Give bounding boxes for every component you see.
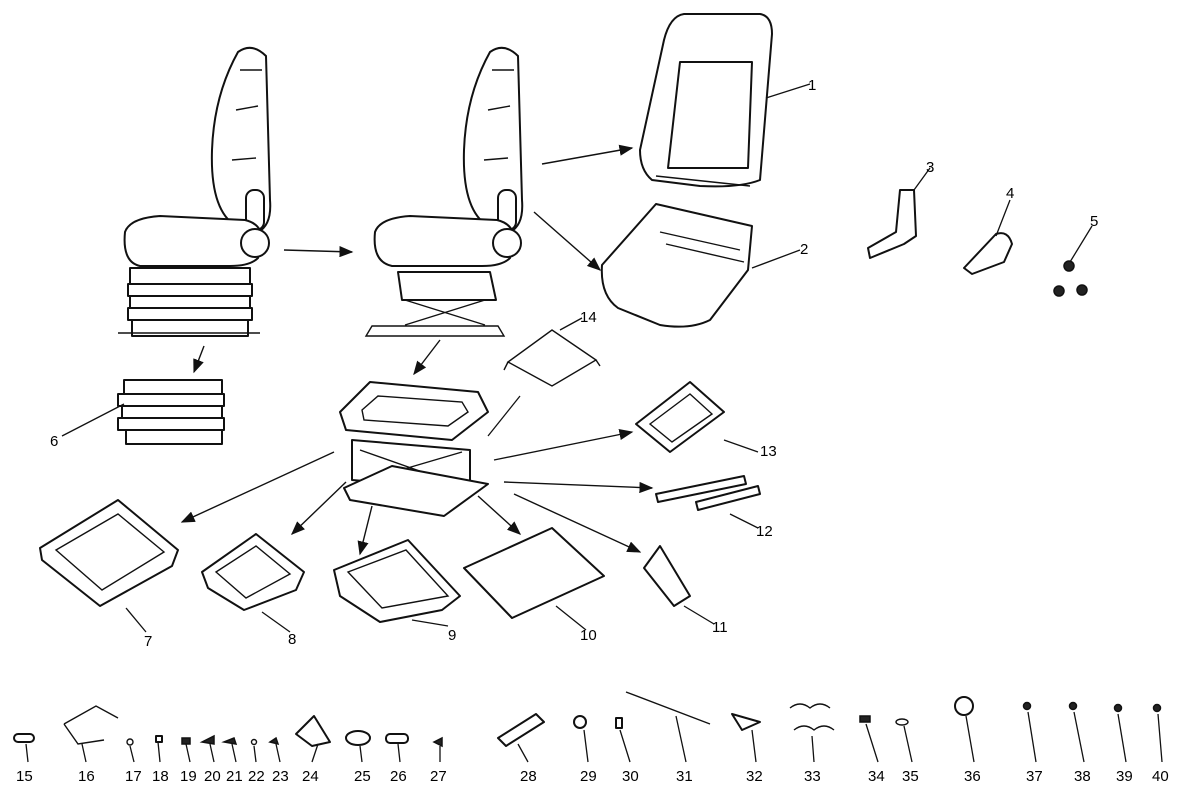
callout-35: 35 bbox=[902, 768, 919, 785]
callout-27: 27 bbox=[430, 768, 447, 785]
part-1-backrest-cushion bbox=[639, 13, 773, 188]
part-5-knobs bbox=[1053, 260, 1088, 297]
part-4-handle bbox=[963, 232, 1013, 275]
callout-36: 36 bbox=[964, 768, 981, 785]
callout-6: 6 bbox=[50, 433, 58, 450]
callout-11: 11 bbox=[712, 619, 728, 636]
suspension-frame bbox=[339, 381, 489, 517]
callout-28: 28 bbox=[520, 768, 537, 785]
callout-39: 39 bbox=[1116, 768, 1133, 785]
callout-20: 20 bbox=[204, 768, 221, 785]
part-2-seat-cushion bbox=[600, 203, 753, 328]
part-6-bellows bbox=[117, 379, 225, 445]
callout-37: 37 bbox=[1026, 768, 1043, 785]
part-13-bracket-frame bbox=[635, 381, 725, 453]
callout-29: 29 bbox=[580, 768, 597, 785]
callout-numbers: 1 2 3 4 5 6 7 8 9 10 11 12 13 14 15 16 1… bbox=[16, 77, 1169, 785]
callout-17: 17 bbox=[125, 768, 142, 785]
callout-1: 1 bbox=[808, 77, 816, 94]
callout-31: 31 bbox=[676, 768, 693, 785]
callout-16: 16 bbox=[78, 768, 95, 785]
part-7-frame bbox=[39, 499, 179, 607]
part-9-tray bbox=[333, 539, 461, 623]
callout-14: 14 bbox=[580, 309, 597, 326]
callout-10: 10 bbox=[580, 627, 597, 644]
callout-2: 2 bbox=[800, 241, 808, 258]
callout-21: 21 bbox=[226, 768, 243, 785]
callout-26: 26 bbox=[390, 768, 407, 785]
callout-15: 15 bbox=[16, 768, 33, 785]
callout-33: 33 bbox=[804, 768, 821, 785]
callout-32: 32 bbox=[746, 768, 763, 785]
callout-9: 9 bbox=[448, 627, 456, 644]
callout-12: 12 bbox=[756, 523, 773, 540]
callout-30: 30 bbox=[622, 768, 639, 785]
callout-24: 24 bbox=[302, 768, 319, 785]
callout-leaders bbox=[25, 83, 1163, 763]
callout-7: 7 bbox=[144, 633, 152, 650]
part-3-lever bbox=[867, 189, 917, 259]
callout-38: 38 bbox=[1074, 768, 1091, 785]
callout-5: 5 bbox=[1090, 213, 1098, 230]
part-8-slide-frame bbox=[201, 533, 305, 611]
callout-8: 8 bbox=[288, 631, 296, 648]
callout-22: 22 bbox=[248, 768, 265, 785]
callout-23: 23 bbox=[272, 768, 289, 785]
seat-assembly-scissor bbox=[364, 46, 524, 337]
callout-3: 3 bbox=[926, 159, 934, 176]
seat-assembly-bellows bbox=[118, 46, 272, 337]
part-12-rails bbox=[655, 475, 761, 511]
callout-40: 40 bbox=[1152, 768, 1169, 785]
small-parts-row bbox=[13, 691, 1162, 748]
part-11-bracket bbox=[643, 545, 691, 607]
callout-13: 13 bbox=[760, 443, 777, 460]
callout-19: 19 bbox=[180, 768, 197, 785]
callout-18: 18 bbox=[152, 768, 169, 785]
callout-25: 25 bbox=[354, 768, 371, 785]
part-14-linkage bbox=[503, 329, 601, 387]
exploded-arrows bbox=[180, 144, 654, 556]
callout-34: 34 bbox=[868, 768, 885, 785]
callout-4: 4 bbox=[1006, 185, 1014, 202]
part-10-plate bbox=[463, 527, 605, 619]
